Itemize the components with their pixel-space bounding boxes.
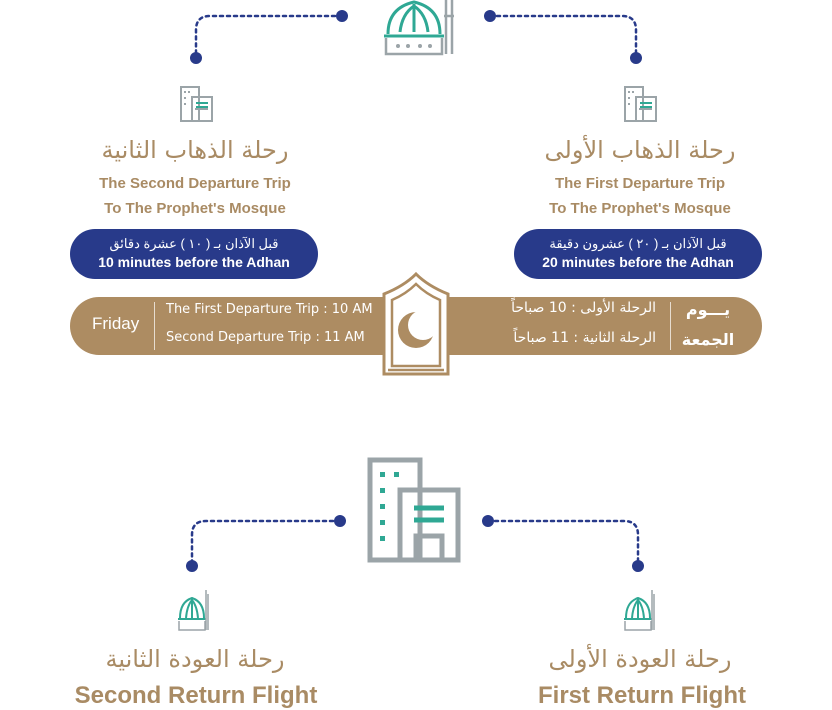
left-trip-time-pill: قبل الآذان بـ ( ١٠ ) عشرة دقائق 10 minut…: [70, 229, 318, 279]
hotel-building-icon: [624, 86, 657, 122]
hotel-building-icon: [367, 457, 461, 563]
left-trip-time-en: 10 minutes before the Adhan: [98, 254, 290, 270]
mosque-dome-icon: [624, 590, 655, 631]
friday-trip1-ar: الرحلة الأولى : 10 صباحاً: [511, 300, 656, 316]
connector-dot: [334, 515, 346, 527]
hotel-building-icon: [180, 86, 213, 122]
connector-dot: [484, 10, 496, 22]
right-trip-title-ar: رحلة الذهاب الأولى: [544, 136, 736, 164]
friday-label-ar-2: الجمعة: [681, 330, 735, 349]
band-divider: [154, 302, 155, 350]
return-left-title-en: Second Return Flight: [74, 682, 318, 709]
friday-trip2-en: Second Departure Trip : 11 AM: [166, 330, 365, 345]
connector-dot: [482, 515, 494, 527]
connector-dot: [632, 560, 644, 572]
mosque-dome-icon: [178, 590, 209, 631]
right-trip-time-ar: قبل الآذان بـ ( ٢٠ ) عشرون دقيقة: [549, 236, 727, 251]
friday-trip1-en: The First Departure Trip : 10 AM: [166, 302, 373, 317]
friday-trip2-ar: الرحلة الثانية : 11 صباحاً: [513, 330, 656, 346]
left-trip-time-ar: قبل الآذان بـ ( ١٠ ) عشرة دقائق: [109, 236, 279, 251]
return-left-title-ar: رحلة العودة الثانية: [105, 645, 285, 673]
connector-dot: [630, 52, 642, 64]
right-trip-title-en: The First Departure Trip: [554, 175, 726, 192]
mosque-dome-icon: [384, 0, 454, 56]
band-divider: [670, 302, 671, 350]
friday-label-en: Friday: [92, 314, 140, 333]
right-trip-subtitle-en: To The Prophet's Mosque: [549, 200, 731, 217]
left-trip-title-en: The Second Departure Trip: [99, 175, 291, 192]
connector-dot: [190, 52, 202, 64]
return-right-title-en: First Return Flight: [538, 682, 746, 709]
left-trip-title-ar: رحلة الذهاب الثانية: [101, 136, 289, 164]
crescent-arch-icon: [382, 272, 450, 376]
right-trip-time-en: 20 minutes before the Adhan: [542, 254, 734, 270]
friday-label-ar-1: يـــوم: [685, 300, 731, 319]
return-right-title-ar: رحلة العودة الأولى: [548, 645, 732, 673]
connector-dot: [186, 560, 198, 572]
right-trip-time-pill: قبل الآذان بـ ( ٢٠ ) عشرون دقيقة 20 minu…: [514, 229, 762, 279]
left-trip-subtitle-en: To The Prophet's Mosque: [104, 200, 286, 217]
connector-dot: [336, 10, 348, 22]
